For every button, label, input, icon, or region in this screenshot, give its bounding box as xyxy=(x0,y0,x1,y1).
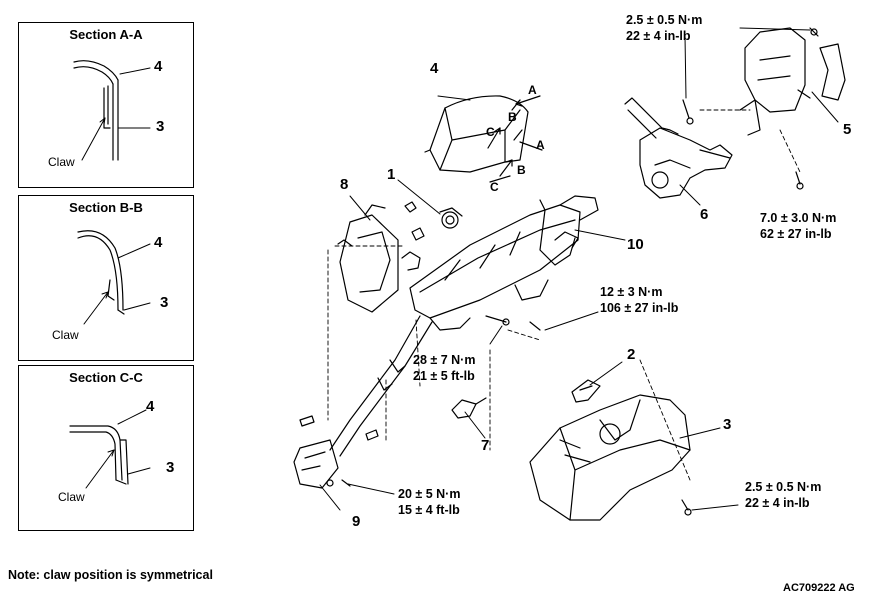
section-a-upper-label: 4 xyxy=(154,58,163,75)
section-arrows xyxy=(487,95,543,183)
part-label-4: 4 xyxy=(430,60,439,77)
part-label-7: 7 xyxy=(481,437,490,454)
arrow-letter-b-top: B xyxy=(508,110,517,124)
section-a-claw-label: Claw xyxy=(48,155,75,169)
part-1-drawing xyxy=(439,207,463,229)
torque-spec-clock-spring: 7.0 ± 3.0 N·m 62 ± 27 in-lb xyxy=(760,210,836,242)
section-c-lower-label: 3 xyxy=(166,459,175,476)
intermediate-shaft-drawing xyxy=(293,315,433,489)
torque-imperial: 21 ± 5 ft-lb xyxy=(413,369,475,383)
combination-switch-drawing xyxy=(624,97,733,199)
dashed-leaders xyxy=(327,109,801,481)
torque-nm: 2.5 ± 0.5 N·m xyxy=(626,13,703,27)
bolts xyxy=(299,315,541,487)
arrow-letter-c-top: C xyxy=(486,125,495,139)
part-label-5: 5 xyxy=(843,121,852,138)
arrow-letter-b-bottom: B xyxy=(517,163,526,177)
torque-imperial: 22 ± 4 in-lb xyxy=(626,29,691,43)
lower-cover-drawing xyxy=(529,394,691,521)
part-label-10: 10 xyxy=(627,236,644,253)
section-b-upper-label: 4 xyxy=(154,234,163,251)
arrow-letter-c-bottom: C xyxy=(490,180,499,194)
torque-nm: 7.0 ± 3.0 N·m xyxy=(760,211,837,225)
section-c-c-panel: Section C-C xyxy=(18,365,194,531)
part-label-8: 8 xyxy=(340,176,349,193)
section-b-b-title: Section B-B xyxy=(69,200,143,215)
section-b-b-drawing xyxy=(77,230,151,325)
steering-column-drawing xyxy=(409,195,599,331)
torque-spec-column-mount: 28 ± 7 N·m 21 ± 5 ft-lb xyxy=(413,352,475,384)
upper-cover-drawing xyxy=(424,95,529,173)
part-label-9: 9 xyxy=(352,513,361,530)
torque-imperial: 22 ± 4 in-lb xyxy=(745,496,810,510)
torque-spec-lower-cover: 2.5 ± 0.5 N·m 22 ± 4 in-lb xyxy=(745,479,821,511)
section-a-a-panel: Section A-A xyxy=(18,22,194,188)
torque-spec-switch-top: 2.5 ± 0.5 N·m 22 ± 4 in-lb xyxy=(626,12,702,44)
part-label-6: 6 xyxy=(700,206,709,223)
torque-nm: 20 ± 5 N·m xyxy=(398,487,461,501)
section-b-b-panel: Section B-B xyxy=(18,195,194,361)
torque-nm: 12 ± 3 N·m xyxy=(600,285,663,299)
section-a-a-drawing xyxy=(73,60,151,161)
screws xyxy=(681,27,819,516)
torque-spec-column-bracket: 12 ± 3 N·m 106 ± 27 in-lb xyxy=(600,284,678,316)
arrow-letter-a-top: A xyxy=(528,83,537,97)
section-b-claw-label: Claw xyxy=(52,328,79,342)
label-leaders xyxy=(319,27,839,511)
section-c-claw-label: Claw xyxy=(58,490,85,504)
part-label-3: 3 xyxy=(723,416,732,433)
part-2-drawing xyxy=(571,379,601,403)
connector-drawing xyxy=(451,397,487,419)
section-c-upper-label: 4 xyxy=(146,398,155,415)
washers xyxy=(404,201,425,241)
footnote: Note: claw position is symmetrical xyxy=(8,568,213,582)
arrow-letter-a-bottom: A xyxy=(536,138,545,152)
torque-imperial: 15 ± 4 ft-lb xyxy=(398,503,460,517)
part-label-2: 2 xyxy=(627,346,636,363)
figure-code: AC709222 AG xyxy=(783,582,855,594)
torque-spec-joint-bolt: 20 ± 5 N·m 15 ± 4 ft-lb xyxy=(398,486,460,518)
section-a-a-title: Section A-A xyxy=(69,27,143,42)
section-a-lower-label: 3 xyxy=(156,118,165,135)
torque-nm: 2.5 ± 0.5 N·m xyxy=(745,480,822,494)
section-c-c-title: Section C-C xyxy=(69,370,143,385)
clock-spring-drawing xyxy=(739,27,846,136)
bracket-drawing xyxy=(337,204,421,313)
part-label-1: 1 xyxy=(387,166,396,183)
torque-imperial: 106 ± 27 in-lb xyxy=(600,301,679,315)
section-b-lower-label: 3 xyxy=(160,294,169,311)
torque-nm: 28 ± 7 N·m xyxy=(413,353,476,367)
torque-imperial: 62 ± 27 in-lb xyxy=(760,227,832,241)
section-c-c-drawing xyxy=(69,409,151,489)
